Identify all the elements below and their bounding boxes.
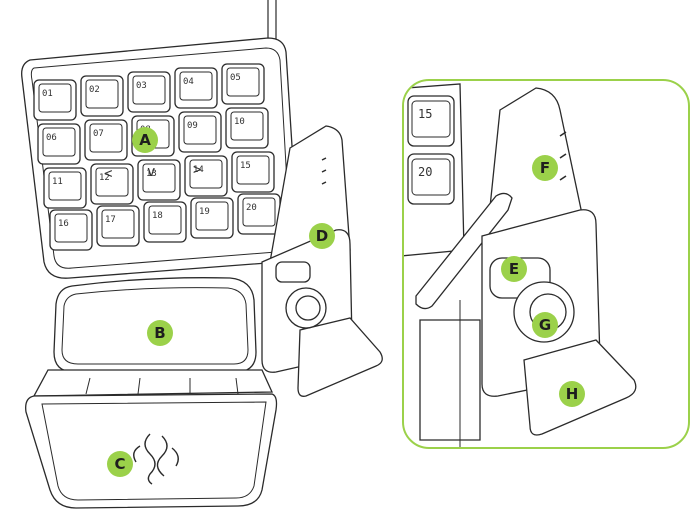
detail-lower-body	[419, 319, 481, 441]
svg-text:H: H	[566, 385, 579, 403]
keycap-label: 10	[234, 117, 245, 127]
thumb-stick-inner	[295, 295, 321, 321]
keycap-label: 20	[246, 203, 257, 213]
keycap-label: 05	[230, 73, 241, 83]
cable	[267, 0, 277, 40]
keycap-label: 13	[146, 169, 157, 179]
keycap-label: 12	[99, 173, 110, 183]
keycap-label: 18	[152, 211, 163, 221]
svg-text:C: C	[114, 455, 125, 473]
keycap-label: 06	[46, 133, 57, 143]
keycap: 01	[33, 79, 77, 121]
wrist-rest	[25, 393, 278, 509]
detail-keycap: 20	[407, 153, 455, 205]
keycap-label: 03	[136, 81, 147, 91]
keycap: 15	[231, 151, 275, 193]
keycap-label: 19	[199, 207, 210, 217]
svg-text:E: E	[509, 260, 519, 278]
keycap-label: 09	[187, 121, 198, 131]
keycap-label: 17	[105, 215, 116, 225]
keycap: 05	[221, 63, 265, 105]
svg-text:B: B	[154, 324, 165, 342]
keycap: 11	[43, 167, 87, 209]
callout-g: G	[532, 312, 558, 338]
keycap: 12	[90, 163, 134, 205]
arrow-left-glyph: <	[104, 166, 112, 182]
snake-logo	[133, 433, 179, 485]
svg-text:F: F	[540, 159, 550, 177]
palm-rest-inner	[61, 287, 249, 365]
thumb-stand	[297, 317, 383, 397]
callout-d: D	[309, 223, 335, 249]
keycap: 07	[84, 119, 128, 161]
keycap: 16	[49, 209, 93, 251]
keycap: 13	[137, 159, 181, 201]
detail-arm	[415, 192, 513, 310]
keycap-label: 11	[52, 177, 63, 187]
keycap: 10	[225, 107, 269, 149]
keycap-label: 02	[89, 85, 100, 95]
callout-b: B	[147, 320, 173, 346]
callout-e: E	[501, 256, 527, 282]
svg-text:D: D	[316, 227, 328, 245]
keycap-label: 16	[58, 219, 69, 229]
keycap-label: 01	[42, 89, 53, 99]
main-keypad-view: 0102030405060708091011121314151617181920…	[21, 0, 383, 509]
main-key-grid: 0102030405060708091011121314151617181920	[33, 63, 281, 251]
svg-text:G: G	[539, 316, 551, 334]
keycap-label: 14	[193, 165, 204, 175]
keycap: 03	[127, 71, 171, 113]
arrow-down-glyph: v	[147, 164, 155, 180]
thumb-button	[275, 261, 311, 283]
keycap: 18	[143, 201, 187, 243]
wrist-rest-inner	[41, 401, 267, 501]
detail-keycap-label: 20	[418, 165, 432, 179]
callout-h: H	[559, 381, 585, 407]
callout-c: C	[107, 451, 133, 477]
detail-keycap-label: 15	[418, 107, 432, 121]
wrist-rest-bar	[32, 369, 274, 397]
keycap: 06	[37, 123, 81, 165]
arrow-right-glyph: >	[193, 162, 201, 178]
keycap: 17	[96, 205, 140, 247]
detail-keycap: 15	[407, 95, 455, 147]
svg-text:A: A	[139, 131, 151, 149]
callout-a: A	[132, 127, 158, 153]
keycap-label: 07	[93, 129, 104, 139]
keycap: 09	[178, 111, 222, 153]
keycap-label: 04	[183, 77, 194, 87]
callout-f: F	[532, 155, 558, 181]
keycap: 04	[174, 67, 218, 109]
keycap: 02	[80, 75, 124, 117]
keycap: 20	[237, 193, 281, 235]
keycap: 14	[184, 155, 228, 197]
keycap-label: 15	[240, 161, 251, 171]
keycap: 19	[190, 197, 234, 239]
